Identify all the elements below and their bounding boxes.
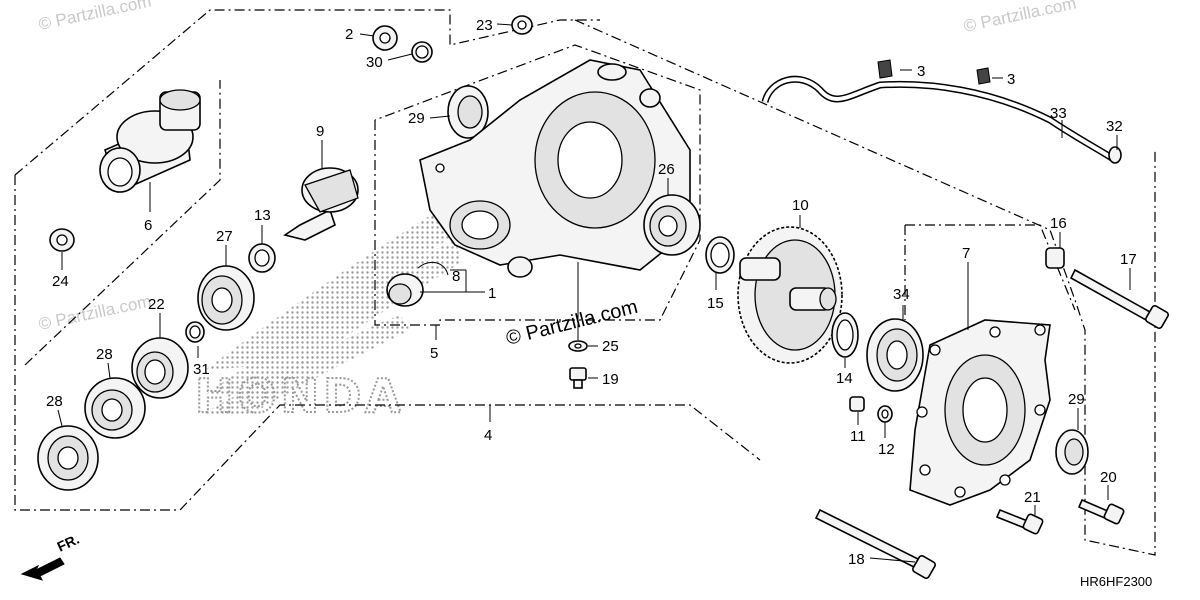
part-collar-16 xyxy=(1045,247,1065,269)
part-washer-25 xyxy=(568,340,588,352)
part-washer-13 xyxy=(248,243,276,273)
part-cap-2 xyxy=(372,25,398,51)
part-locknut-22 xyxy=(131,337,189,399)
callout-11: 11 xyxy=(850,428,866,445)
callout-27: 27 xyxy=(216,228,233,245)
part-gear-case xyxy=(419,59,691,278)
watermark-top-right: © Partzilla.com xyxy=(962,0,1078,36)
part-bushing-1 xyxy=(386,273,424,307)
honda-wing-stripe-1 xyxy=(205,210,455,370)
part-breather-tube xyxy=(761,75,1117,163)
part-ring-gear xyxy=(737,226,843,364)
callout-17: 17 xyxy=(1120,251,1137,268)
callout-12: 12 xyxy=(878,441,895,458)
part-bearing-27 xyxy=(197,265,255,331)
callout-3b: 3 xyxy=(1007,71,1015,88)
callout-7: 7 xyxy=(962,245,970,262)
callout-30: 30 xyxy=(366,54,383,71)
watermark-top-left: © Partzilla.com xyxy=(37,0,153,34)
group-outline-left-top xyxy=(14,9,600,176)
group-outline-right xyxy=(574,19,1156,556)
part-seal-28-upper xyxy=(84,377,146,439)
honda-logo-text: HONDA xyxy=(195,369,405,423)
part-seal-29-lower xyxy=(1055,429,1089,475)
diagram-code: HR6HF2300 xyxy=(1080,574,1152,589)
part-bolt-21 xyxy=(995,508,1044,535)
callout-32: 32 xyxy=(1106,118,1123,135)
callout-26: 26 xyxy=(658,161,675,178)
callout-28-upper: 28 xyxy=(96,346,113,363)
callout-29-lower: 29 xyxy=(1068,391,1085,408)
callout-24: 24 xyxy=(52,273,69,290)
part-bearing-34 xyxy=(866,318,924,392)
callout-16: 16 xyxy=(1050,215,1067,232)
watermark-left: © Partzilla.com xyxy=(37,292,153,334)
group-outline-housing xyxy=(374,44,701,326)
part-nut-24 xyxy=(49,228,75,252)
callout-28-lower: 28 xyxy=(46,393,63,410)
part-washer-12 xyxy=(877,405,893,423)
callout-25: 25 xyxy=(602,338,619,355)
callout-34: 34 xyxy=(893,286,910,303)
callout-9: 9 xyxy=(316,123,324,140)
callout-labels: 2 30 23 29 3 3 33 32 6 24 9 13 27 22 31 … xyxy=(46,17,1137,568)
callout-2: 2 xyxy=(345,26,353,43)
front-arrow-icon xyxy=(20,557,65,581)
callout-23: 23 xyxy=(476,17,493,34)
part-bolt-18 xyxy=(814,508,936,579)
callout-22: 22 xyxy=(148,296,165,313)
group-outline-inner-left xyxy=(24,80,221,366)
front-arrow: FR. xyxy=(20,531,82,581)
part-seal-28-lower xyxy=(37,425,99,491)
part-bolt-20 xyxy=(1077,498,1125,525)
callout-21: 21 xyxy=(1024,489,1041,506)
part-pinion-gear xyxy=(283,167,359,241)
part-bolt-23 xyxy=(511,15,533,35)
part-oring-30 xyxy=(411,41,433,63)
leader-lines xyxy=(57,23,1131,563)
callout-20: 20 xyxy=(1100,469,1117,486)
callout-6: 6 xyxy=(144,217,152,234)
part-spring-8 xyxy=(417,261,449,276)
part-bolt-17 xyxy=(1069,268,1169,329)
callout-29-upper: 29 xyxy=(408,110,425,127)
callout-5: 5 xyxy=(430,345,438,362)
honda-wing-stripe-3 xyxy=(200,315,410,415)
part-plug-11 xyxy=(849,396,865,412)
part-clip-32 xyxy=(1108,146,1122,164)
part-bolt-19 xyxy=(569,367,587,389)
part-bearing-26 xyxy=(643,194,701,256)
part-shim-14 xyxy=(831,312,859,358)
part-ring-31 xyxy=(185,321,205,343)
callout-8: 8 xyxy=(452,268,460,285)
callout-15: 15 xyxy=(707,295,724,312)
part-clip-3a xyxy=(877,59,893,79)
part-seal-29-upper xyxy=(447,85,489,139)
callout-18: 18 xyxy=(848,551,865,568)
callout-10: 10 xyxy=(792,197,809,214)
group-outline-cover xyxy=(905,224,1076,311)
part-shim-15 xyxy=(705,236,735,274)
group-outline-left-bottom xyxy=(14,175,761,511)
front-arrow-label: FR. xyxy=(55,531,82,555)
callout-31: 31 xyxy=(193,361,210,378)
part-clip-3b xyxy=(976,67,991,85)
callout-4: 4 xyxy=(484,427,492,444)
callout-3a: 3 xyxy=(917,63,925,80)
part-flange xyxy=(99,89,201,194)
callout-13: 13 xyxy=(254,207,271,224)
callout-14: 14 xyxy=(836,370,853,387)
callout-19: 19 xyxy=(602,371,619,388)
callout-33: 33 xyxy=(1050,105,1067,122)
part-gear-case-cover xyxy=(909,319,1051,506)
callout-1: 1 xyxy=(488,285,496,302)
